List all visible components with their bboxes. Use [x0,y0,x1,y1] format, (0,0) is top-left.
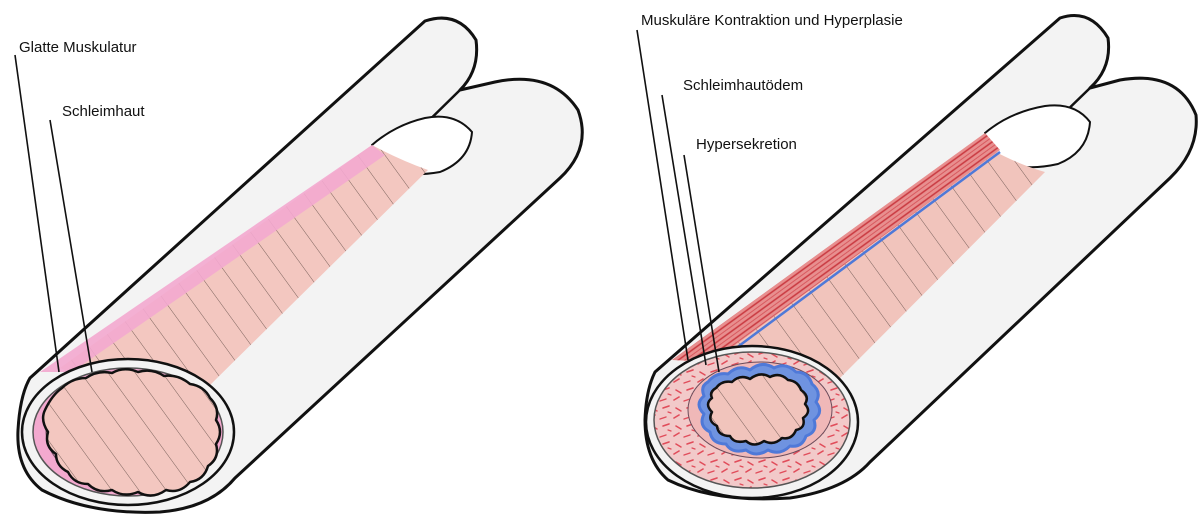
right-narrowed-lumen [708,374,808,444]
label-schleimhaut: Schleimhaut [62,104,145,119]
leader-glatte-muskulatur [15,55,59,372]
leader-schleimhaut [50,120,92,372]
label-schleimhautoedem: Schleimhautödem [683,78,803,93]
label-hypersekretion: Hypersekretion [696,137,797,152]
label-glatte-muskulatur: Glatte Muskulatur [19,40,137,55]
leader-muskulaere-kontraktion [637,30,688,360]
left-mucosa-fold [43,369,220,495]
left-airway [18,18,582,512]
label-muskulaere-kontraktion: Muskuläre Kontraktion und Hyperplasie [641,13,903,28]
